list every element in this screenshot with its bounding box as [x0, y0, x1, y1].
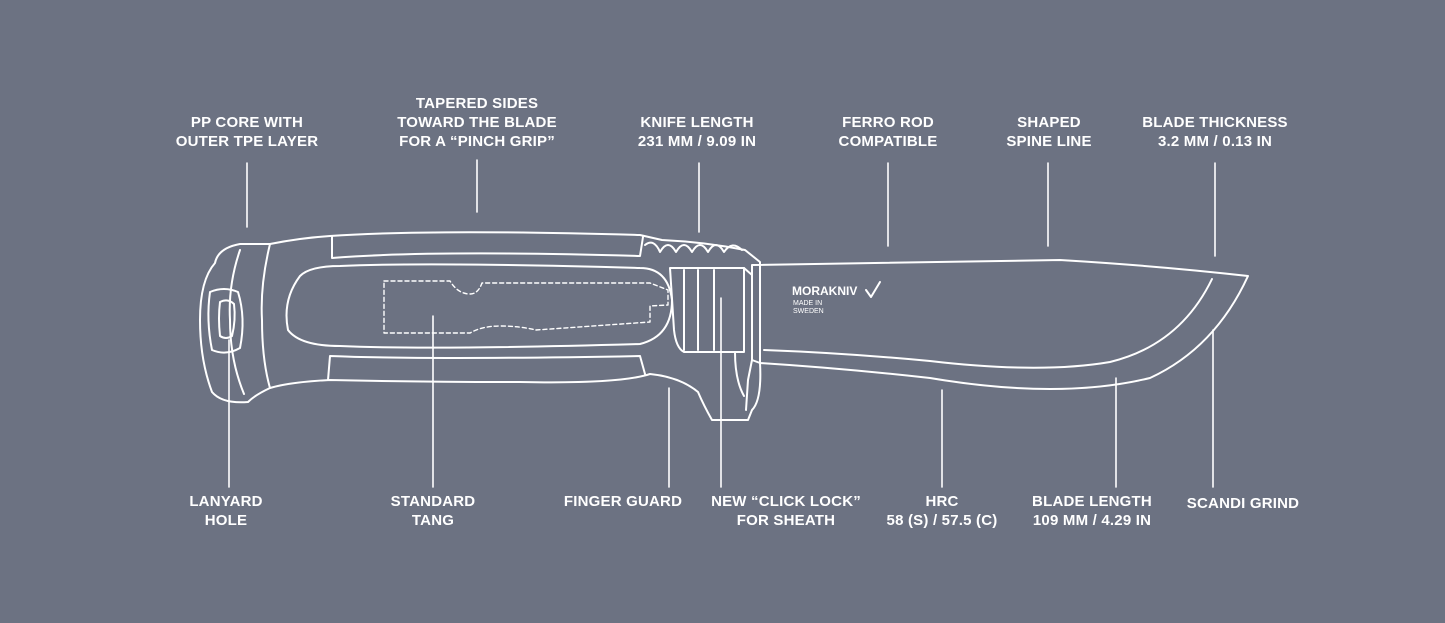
lanyard-hole-shape	[207, 288, 244, 354]
label-knife-length: KNIFE LENGTH 231 MM / 9.09 IN	[638, 113, 756, 151]
label-line: LANYARD	[189, 493, 263, 510]
label-line: PP CORE WITH	[190, 114, 304, 131]
label-line: FERRO ROD	[842, 114, 934, 131]
brand-logo: MORAKNIV	[792, 284, 857, 298]
label-line: FOR A “PINCH GRIP”	[399, 133, 555, 150]
label-line: KNIFE LENGTH	[640, 114, 754, 131]
label-line: OUTER TPE LAYER	[175, 133, 319, 150]
brand-country: SWEDEN	[793, 308, 824, 315]
label-finger-guard: FINGER GUARD	[564, 492, 682, 511]
ferrule	[669, 267, 745, 353]
blade-outline	[751, 259, 1249, 390]
brand-check-icon	[865, 281, 881, 298]
label-line: NEW “CLICK LOCK”	[711, 493, 861, 510]
label-line: 3.2 MM / 0.13 IN	[1157, 133, 1273, 150]
finger-guard-shape	[743, 267, 753, 411]
pointer-lines	[228, 159, 1216, 488]
grip-band-bottom	[327, 355, 646, 381]
label-blade-length: BLADE LENGTH 109 MM / 4.29 IN	[1032, 492, 1152, 530]
label-shaped-spine: SHAPED SPINE LINE	[1006, 113, 1091, 151]
label-tapered-sides: TAPERED SIDES TOWARD THE BLADE FOR A “PI…	[397, 94, 557, 151]
label-lanyard-hole: LANYARD HOLE	[189, 492, 262, 530]
handle-panel	[285, 263, 673, 349]
label-line: TANG	[411, 512, 455, 529]
label-line: FINGER GUARD	[563, 493, 683, 510]
label-line: 231 MM / 9.09 IN	[637, 133, 757, 150]
blade	[751, 259, 1249, 390]
handle-outline	[199, 231, 762, 421]
label-line: 109 MM / 4.29 IN	[1032, 512, 1152, 529]
label-line: HRC	[925, 493, 959, 510]
brand-made-in: MADE IN	[793, 300, 822, 307]
finger-guard-inner	[734, 351, 745, 397]
label-line: COMPATIBLE	[838, 133, 938, 150]
label-line: STANDARD	[390, 493, 476, 510]
label-line: BLADE THICKNESS	[1142, 114, 1288, 131]
lanyard-hole-inner	[218, 299, 236, 339]
pommel-cap	[260, 243, 271, 389]
label-pp-core: PP CORE WITH OUTER TPE LAYER	[176, 113, 318, 151]
label-line: TAPERED SIDES	[415, 95, 539, 112]
label-line: TOWARD THE BLADE	[397, 114, 557, 131]
label-standard-tang: STANDARD TANG	[391, 492, 476, 530]
label-ferro-rod: FERRO ROD COMPATIBLE	[839, 113, 938, 151]
label-line: HOLE	[204, 512, 248, 529]
label-line: FOR SHEATH	[736, 512, 836, 529]
tang-outline	[383, 280, 669, 334]
label-line: 58 (S) / 57.5 (C)	[886, 512, 998, 529]
ferro-rod-notches	[644, 241, 743, 253]
pommel-inner	[228, 249, 245, 395]
label-line: SHAPED	[1017, 114, 1081, 131]
scandi-grind-line	[763, 278, 1213, 369]
handle	[199, 231, 762, 421]
label-hrc: HRC 58 (S) / 57.5 (C)	[887, 492, 998, 530]
label-blade-thickness: BLADE THICKNESS 3.2 MM / 0.13 IN	[1142, 113, 1288, 151]
label-scandi-grind: SCANDI GRIND	[1187, 494, 1299, 513]
label-line: SCANDI GRIND	[1186, 495, 1300, 512]
label-line: SPINE LINE	[1006, 133, 1092, 150]
grip-band-top	[331, 235, 644, 259]
label-click-lock: NEW “CLICK LOCK” FOR SHEATH	[711, 492, 861, 530]
label-line: BLADE LENGTH	[1032, 493, 1152, 510]
